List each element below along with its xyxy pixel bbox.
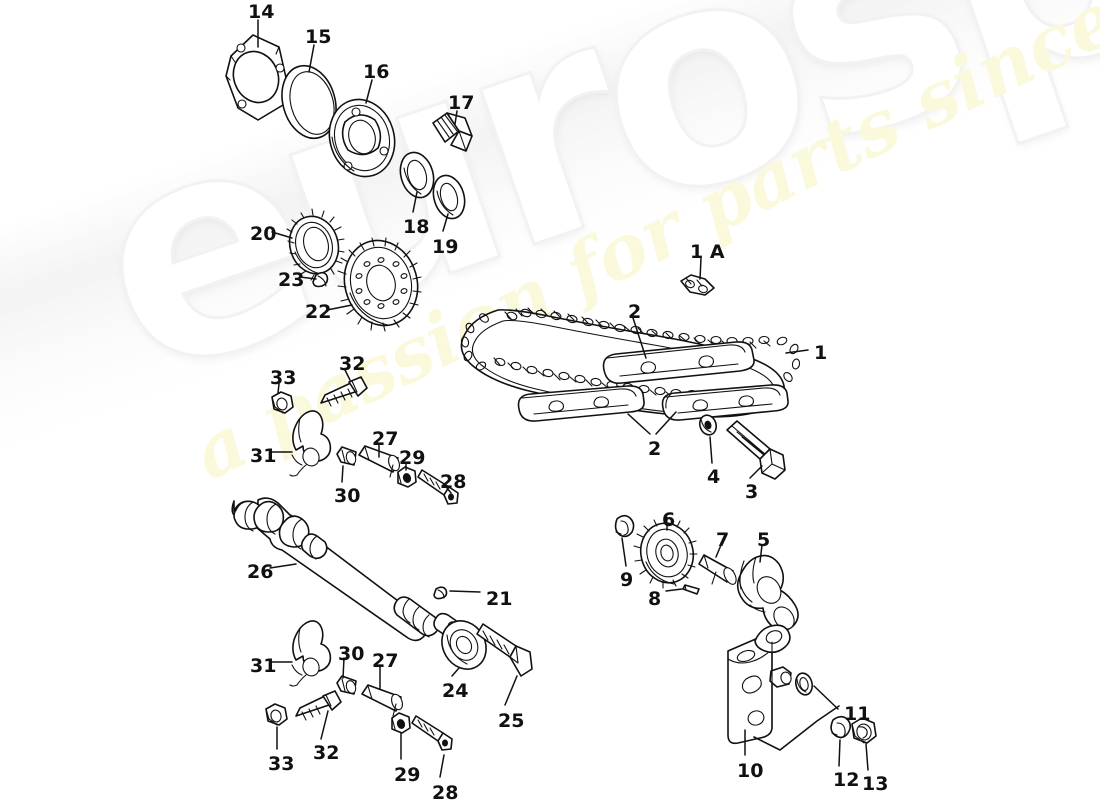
part-10-tensioner-body (727, 624, 792, 745)
part-2-guide-rail-upper (602, 341, 755, 385)
part-30-bushing-upper (336, 446, 357, 466)
part-27-rocker-shaft-lower (361, 684, 403, 717)
part-9-circlip (614, 514, 635, 538)
callout-stud-bolt-lower: 32 (313, 742, 340, 764)
part-13-cap-nut (851, 717, 877, 744)
part-15-o-ring (281, 64, 337, 140)
callout-camshaft-bolt: 25 (498, 710, 525, 732)
part-11-sealing-ring (794, 672, 814, 696)
part-31-rocker-arm-upper (289, 410, 332, 477)
callout-thrust-washer-flange: 24 (442, 680, 469, 702)
callout-bushing-collar-upper: 30 (334, 485, 361, 507)
callout-woodruff-key-camshaft: 21 (486, 588, 513, 610)
oil-pipe-line (753, 705, 840, 751)
callout-o-ring: 15 (305, 26, 332, 48)
callout-bolt-upper: 28 (440, 471, 467, 493)
part-32-stud-bolt-lower (295, 690, 342, 721)
part-7-idler-shaft (698, 554, 737, 585)
part-28-bolt-lower (411, 715, 453, 751)
part-6-idler-sprocket (633, 516, 698, 589)
callout-chain-guide-rail-lower: 2 (648, 438, 662, 460)
callout-hex-nut-upper: 33 (270, 367, 297, 389)
callout-chain-guide-rail-upper: 2 (628, 301, 642, 323)
part-31-rocker-arm-lower (289, 620, 332, 687)
part-27-rocker-shaft-upper (358, 445, 400, 478)
part-22-camshaft-sprocket (337, 237, 422, 332)
callout-lock-washer: 4 (707, 466, 721, 488)
callout-hex-bolt: 17 (448, 92, 475, 114)
part-30-bushing-lower (336, 675, 357, 695)
callout-chain-tensioner-body: 10 (737, 760, 764, 782)
callout-washer-small: 19 (432, 236, 459, 258)
callout-rocker-shaft-lower: 27 (372, 650, 399, 672)
callout-washer-large: 18 (403, 216, 430, 238)
callout-rocker-arm-upper: 31 (250, 445, 277, 467)
part-25-camshaft-bolt (476, 623, 533, 677)
callout-camshaft: 26 (247, 561, 274, 583)
callout-hex-nut-lower: 33 (268, 753, 295, 775)
part-3-hex-bolt (726, 420, 786, 480)
leader-lines (257, 19, 869, 778)
part-8-dowel-pin (682, 584, 700, 595)
part-29-lock-nut-upper (397, 466, 417, 488)
part-32-stud-bolt-upper (320, 376, 368, 407)
part-14-flange-gasket (225, 34, 288, 121)
callout-camshaft-sprocket: 22 (305, 301, 332, 323)
part-28-bolt-upper (417, 469, 459, 505)
callout-rocker-shaft-upper: 27 (372, 428, 399, 450)
callout-bushing-collar-lower: 30 (338, 643, 365, 665)
part-18-washer (399, 151, 435, 199)
part-1A-master-link (680, 274, 715, 296)
callout-idler-sprocket: 6 (662, 509, 676, 531)
callout-lock-nut-upper: 29 (399, 447, 426, 469)
part-24-thrust-flange (441, 620, 487, 670)
part-12-banjo-washer (830, 715, 852, 739)
part-19-washer (432, 174, 466, 220)
callout-bolt-lower: 28 (432, 782, 459, 800)
callout-lock-nut-lower: 29 (394, 764, 421, 786)
callout-woodruff-key: 23 (278, 269, 305, 291)
callout-cap-nut: 13 (862, 773, 889, 795)
callout-circlip: 9 (620, 569, 634, 591)
part-29-lock-nut-lower (391, 712, 411, 734)
callout-hex-bolt-guide: 3 (745, 481, 759, 503)
callout-stud-bolt-upper: 32 (339, 353, 366, 375)
part-2-guide-rail-lower-left (517, 385, 645, 422)
part-33-hex-nut-lower (265, 703, 288, 726)
part-5-tensioner-lever (736, 554, 799, 632)
callout-banjo-washer: 12 (833, 769, 860, 791)
part-2-guide-rail-lower-right (661, 384, 789, 421)
callout-sprocket-hub: 20 (250, 223, 277, 245)
callout-sealing-ring: 11 (844, 703, 871, 725)
part-33-hex-nut-upper (271, 391, 294, 414)
part-23-woodruff-key (312, 271, 329, 288)
part-4-lock-washer (698, 414, 718, 436)
part-17-hex-bolt (432, 112, 473, 152)
callout-chain-tensioner-lever: 5 (757, 529, 771, 551)
part-16-housing-cover (328, 98, 396, 178)
callout-dowel-pin: 8 (648, 588, 662, 610)
callout-chain-master-link: 1 A (690, 241, 725, 263)
part-21-woodruff-key (433, 586, 448, 600)
callout-timing-chain: 1 (814, 342, 828, 364)
callout-idler-shaft: 7 (716, 529, 730, 551)
callout-flange-gasket-plate: 14 (248, 1, 275, 23)
part-20-sprocket-hub (286, 208, 345, 281)
callout-rocker-arm-lower: 31 (250, 655, 277, 677)
callout-chain-tensioner-housing-cover: 16 (363, 61, 390, 83)
